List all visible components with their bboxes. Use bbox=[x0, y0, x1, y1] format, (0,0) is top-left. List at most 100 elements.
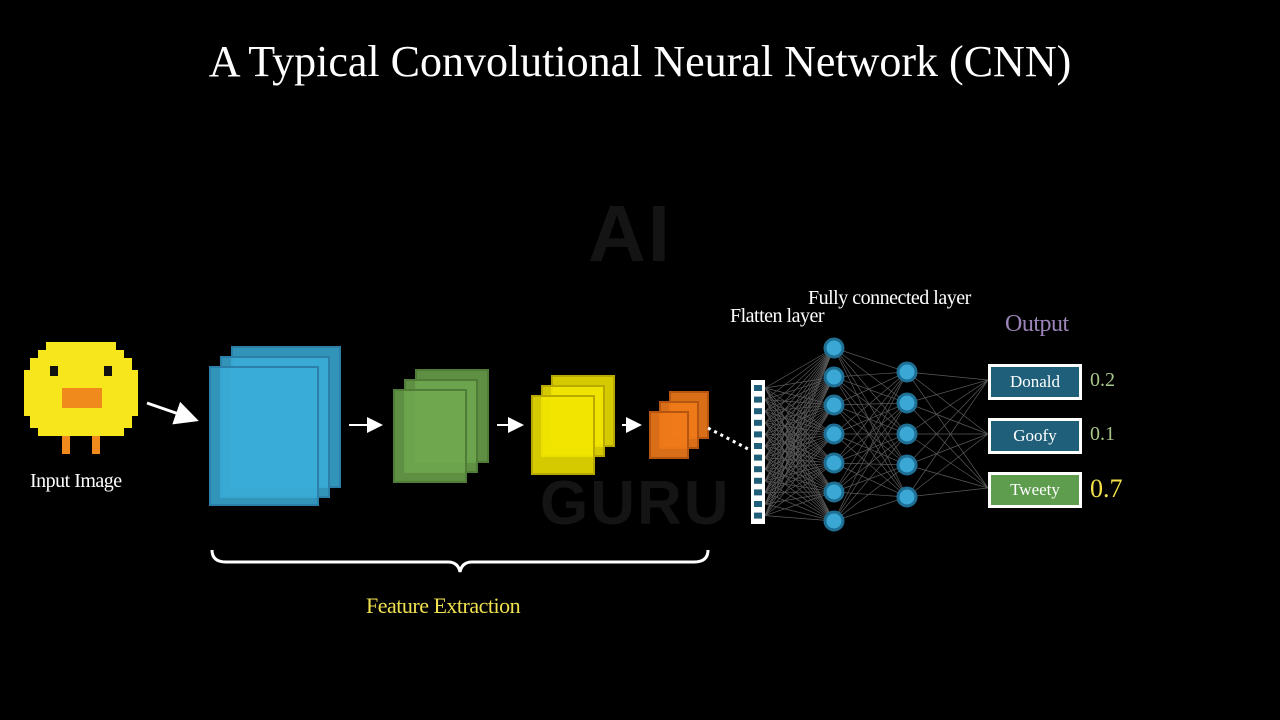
connection-line bbox=[764, 347, 835, 493]
fc-node bbox=[823, 366, 845, 388]
connection-line bbox=[906, 487, 989, 498]
conv-layer-3 bbox=[531, 375, 615, 475]
output-score-tweety: 0.7 bbox=[1090, 474, 1123, 503]
fc-node bbox=[896, 361, 918, 383]
connection-line bbox=[906, 371, 989, 435]
flatten-layer-column bbox=[751, 380, 765, 524]
feature-extraction-brace bbox=[210, 549, 710, 573]
connection-line bbox=[906, 402, 989, 435]
connection-line bbox=[833, 464, 908, 522]
input-image-label: Input Image bbox=[30, 470, 122, 492]
connection-line bbox=[833, 371, 908, 493]
connection-line bbox=[906, 379, 989, 466]
diagram-title: A Typical Convolutional Neural Network (… bbox=[208, 37, 1072, 86]
connection-line bbox=[764, 376, 835, 493]
connection-line bbox=[764, 376, 835, 481]
flatten-column bbox=[751, 380, 765, 524]
connection-line bbox=[833, 496, 908, 522]
connection-line bbox=[906, 433, 989, 498]
flatten-cell bbox=[754, 454, 762, 461]
duck-beak bbox=[62, 388, 102, 408]
connection-line bbox=[906, 371, 989, 381]
connection-line bbox=[764, 347, 835, 470]
fully-connected-layer-label: Fully connected layer bbox=[808, 287, 971, 309]
connection-line bbox=[764, 462, 835, 516]
flatten-cell bbox=[754, 431, 762, 438]
fc-node bbox=[823, 452, 845, 474]
connection-line bbox=[764, 347, 835, 505]
connection-line bbox=[833, 376, 908, 498]
connection-line bbox=[833, 371, 908, 406]
watermark-guru-text: GURU bbox=[540, 469, 731, 538]
connection-line bbox=[764, 376, 835, 505]
duck-right-eye bbox=[104, 366, 112, 376]
connection-line bbox=[833, 402, 908, 464]
output-label: Output bbox=[1005, 311, 1069, 337]
duck-left-eye bbox=[50, 366, 58, 376]
flatten-cell bbox=[754, 443, 762, 449]
connection-line bbox=[764, 376, 835, 470]
fc-node bbox=[823, 423, 845, 445]
connection-line bbox=[833, 433, 908, 498]
connection-line bbox=[906, 379, 989, 404]
connection-line bbox=[833, 371, 908, 464]
conv-layer-1 bbox=[209, 346, 341, 506]
connection-line bbox=[764, 491, 835, 516]
connection-line bbox=[764, 376, 835, 412]
connection-line bbox=[764, 347, 835, 458]
flatten-cell bbox=[754, 419, 762, 426]
connection-line bbox=[764, 376, 835, 424]
connection-line bbox=[906, 464, 989, 489]
connection-line bbox=[833, 433, 908, 464]
fc-node bbox=[823, 394, 845, 416]
connection-line bbox=[764, 347, 835, 412]
connection-line bbox=[906, 433, 989, 466]
connection-line bbox=[764, 347, 835, 400]
connection-line bbox=[906, 371, 989, 489]
connection-line bbox=[764, 376, 835, 516]
connection-line bbox=[833, 371, 908, 378]
output-class-tweety: Tweety bbox=[988, 472, 1082, 508]
connection-lines bbox=[764, 347, 989, 522]
connection-line bbox=[833, 347, 908, 466]
flatten-cell bbox=[754, 512, 762, 519]
flatten-cell bbox=[754, 501, 762, 507]
connection-line bbox=[764, 376, 835, 447]
duck-input-image bbox=[24, 342, 138, 454]
fc-node bbox=[823, 510, 845, 532]
connection-line bbox=[764, 347, 835, 516]
connection-line bbox=[764, 404, 835, 516]
connection-line bbox=[764, 515, 835, 522]
connection-line bbox=[833, 402, 908, 435]
output-score-goofy: 0.1 bbox=[1090, 423, 1115, 445]
connection-line bbox=[833, 464, 908, 493]
connection-line bbox=[833, 347, 908, 373]
flatten-cell bbox=[754, 477, 762, 484]
fc-node bbox=[896, 423, 918, 445]
fc-node bbox=[823, 337, 845, 359]
connection-line bbox=[833, 376, 908, 404]
connection-line bbox=[764, 376, 835, 389]
connection-line bbox=[906, 402, 989, 489]
connection-line bbox=[833, 462, 908, 466]
fc-node bbox=[896, 486, 918, 508]
connection-line bbox=[833, 404, 908, 498]
connection-line bbox=[833, 376, 908, 435]
connection-line bbox=[833, 404, 908, 466]
fc-node bbox=[823, 481, 845, 503]
connection-line bbox=[906, 433, 989, 489]
flatten-cell bbox=[754, 396, 762, 403]
output-class-goofy: Goofy bbox=[988, 418, 1082, 454]
fc-node bbox=[896, 454, 918, 476]
connection-line bbox=[906, 379, 989, 435]
connection-line bbox=[764, 347, 835, 424]
connection-line bbox=[833, 402, 908, 406]
connection-line bbox=[833, 347, 908, 404]
connection-line bbox=[833, 433, 908, 493]
connection-line bbox=[833, 433, 908, 466]
connection-line bbox=[833, 347, 908, 435]
connection-line bbox=[764, 347, 835, 435]
feature-extraction-label: Feature Extraction bbox=[366, 593, 521, 618]
watermark-ai-text: AI bbox=[588, 189, 672, 278]
